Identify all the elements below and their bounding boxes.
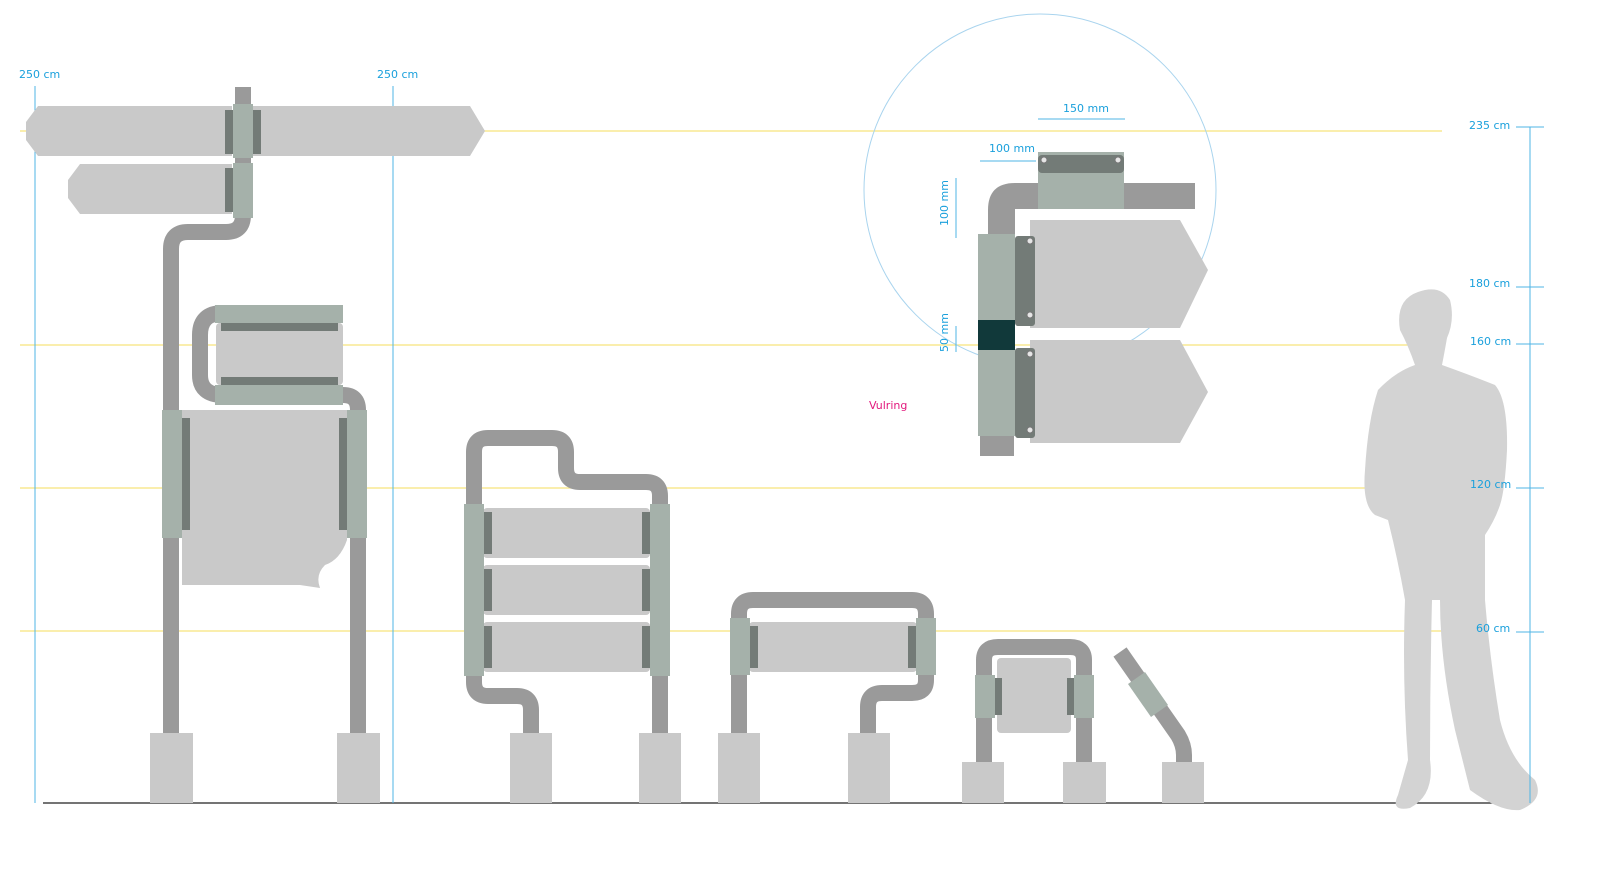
signpost-small: [962, 639, 1106, 803]
dimension-label: 100 mm: [938, 180, 951, 226]
signpost-large: [26, 87, 485, 803]
dimension-label: 250 cm: [19, 68, 60, 81]
height-label: 235 cm: [1469, 119, 1510, 132]
height-label: 60 cm: [1476, 622, 1510, 635]
height-label: 160 cm: [1470, 335, 1511, 348]
dimension-label: 250 cm: [377, 68, 418, 81]
signpost-single-panel: [718, 592, 936, 803]
dimension-label: 50 mm: [938, 313, 951, 352]
height-label: 120 cm: [1470, 478, 1511, 491]
dimension-label: 100 mm: [989, 142, 1035, 155]
dimension-250-left: 250 cm: [19, 68, 60, 803]
clamp-detail: 150 mm 100 mm 100 mm 50 mm Vulring: [863, 13, 1217, 456]
filler-ring-label: Vulring: [869, 399, 907, 412]
filler-ring: [978, 320, 1015, 350]
person-silhouette: [1364, 289, 1538, 811]
height-label: 180 cm: [1469, 277, 1510, 290]
dimension-250-right: 250 cm: [377, 68, 418, 803]
angled-post: [1113, 647, 1204, 803]
height-scale: 235 cm 180 cm 160 cm 120 cm 60 cm: [1469, 119, 1544, 803]
signpost-three-panel: [464, 430, 681, 803]
dimension-label: 150 mm: [1063, 102, 1109, 115]
